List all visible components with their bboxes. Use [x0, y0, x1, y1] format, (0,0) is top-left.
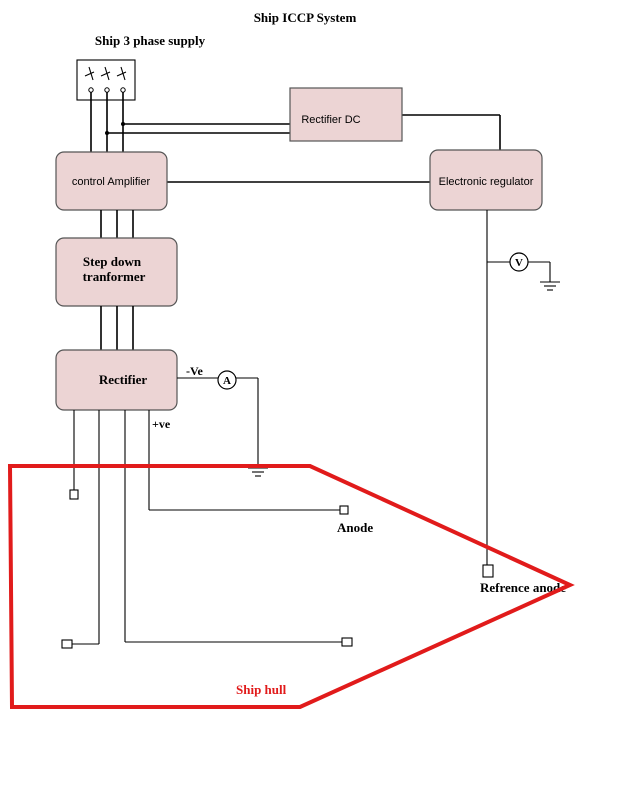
positive-label: +ve	[152, 417, 171, 431]
voltmeter: V	[509, 252, 529, 272]
positive-output-wire	[148, 410, 340, 511]
hull-terminal-top	[69, 489, 79, 500]
ship-hull-outline	[7, 464, 575, 709]
rectifier-dc-block: Rectifier DC	[289, 87, 403, 142]
electronic-regulator-block: Electronic regulator	[429, 149, 543, 211]
ground-symbol-regulator	[540, 281, 560, 291]
step-down-label-line2: tranformer	[83, 269, 146, 284]
reference-anode-label: Refrence anode	[480, 580, 566, 595]
rectifier-label: Rectifier	[99, 372, 148, 387]
step-down-transformer-block: Step down tranformer	[55, 237, 178, 307]
hull-terminal-right	[341, 637, 353, 647]
control-amplifier-block: control Amplifier	[55, 151, 168, 211]
ammeter: A	[217, 370, 237, 390]
reference-anode-terminal	[482, 564, 494, 578]
reference-wire	[486, 210, 551, 565]
anode-label: Anode	[337, 520, 373, 535]
ship-hull-label: Ship hull	[236, 682, 287, 697]
ammeter-symbol: A	[223, 375, 231, 387]
hull-leads	[69, 410, 342, 645]
diagram-title: Ship ICCP System	[254, 10, 357, 25]
negative-output-wire	[177, 377, 259, 468]
negative-label: -Ve	[186, 364, 204, 378]
rectifier-dc-label: Rectifier DC	[301, 114, 360, 126]
step-down-label-line1: Step down	[83, 254, 142, 269]
anode-terminal	[339, 505, 349, 515]
hull-terminal-left	[61, 639, 73, 649]
voltmeter-symbol: V	[515, 257, 523, 269]
supply-label: Ship 3 phase supply	[95, 33, 206, 48]
three-phase-switch	[76, 59, 136, 101]
ground-symbol-hull	[248, 467, 268, 477]
electronic-regulator-label: Electronic regulator	[439, 176, 534, 188]
control-amplifier-label: control Amplifier	[72, 176, 151, 188]
rectifier-block: Rectifier	[55, 349, 178, 411]
